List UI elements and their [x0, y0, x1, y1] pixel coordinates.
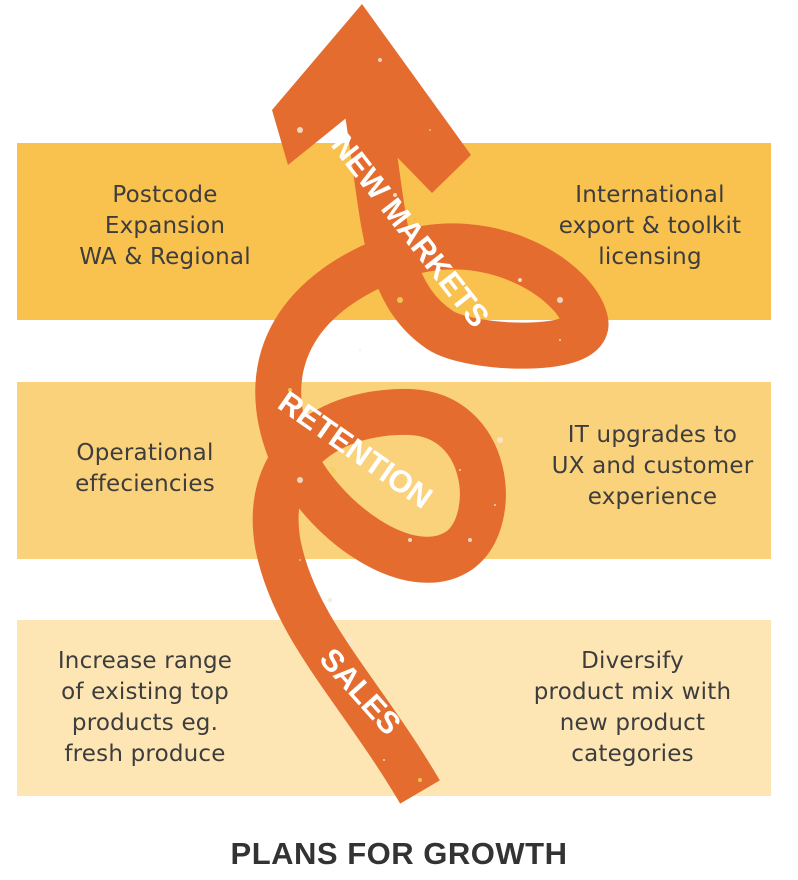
speckle	[418, 778, 422, 782]
speckle	[299, 559, 301, 561]
speckle	[397, 297, 403, 303]
arrow-texture	[288, 58, 563, 782]
arrow-head	[272, 4, 471, 193]
speckle	[408, 538, 412, 542]
speckle	[557, 297, 563, 303]
speckle	[378, 58, 382, 62]
speckle	[330, 467, 336, 473]
speckle	[383, 759, 385, 761]
speckle	[439, 269, 441, 271]
speckle	[297, 127, 303, 133]
speckle	[518, 278, 522, 282]
speckle	[559, 339, 561, 341]
speckle	[494, 504, 496, 506]
speckle	[429, 129, 431, 131]
page-title: PLANS FOR GROWTH	[230, 836, 568, 871]
speckle	[497, 437, 503, 443]
speckle	[459, 469, 461, 471]
arrow-body	[252, 4, 609, 804]
speckle	[297, 477, 303, 483]
speckle	[347, 637, 353, 643]
speckle	[393, 193, 397, 197]
speckle	[359, 349, 361, 351]
speckle	[468, 538, 472, 542]
speckle	[288, 388, 292, 392]
speckle	[328, 598, 332, 602]
